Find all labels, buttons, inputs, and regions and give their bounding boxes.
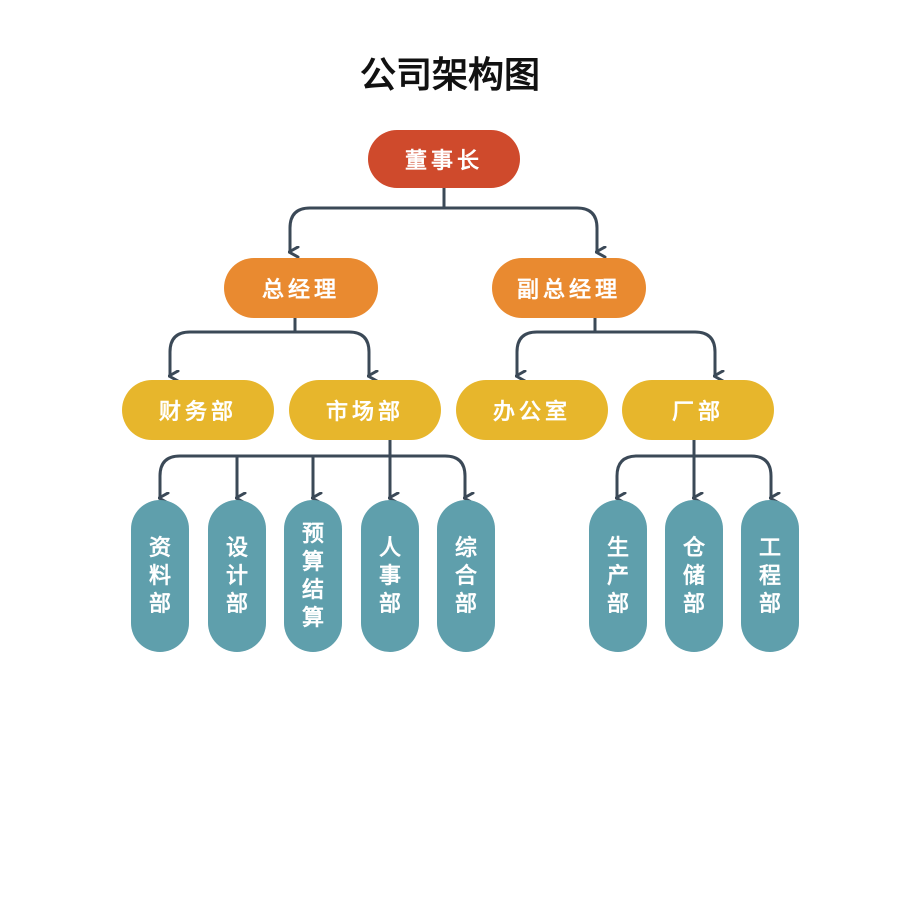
page-title: 公司架构图	[359, 55, 540, 96]
node-unit-production-label: 生产部	[606, 535, 629, 617]
node-unit-warehouse-label: 仓储部	[682, 535, 705, 617]
node-office: 办公室	[456, 380, 608, 440]
node-unit-materials: 资料部	[131, 500, 189, 652]
node-chairman: 董事长	[368, 130, 520, 188]
connector-factory-to-unit-1	[617, 454, 694, 498]
node-unit-human-resources-label: 人事部	[378, 535, 401, 617]
connector-chairman-to-general-manager	[290, 188, 446, 252]
node-unit-general-affairs-label: 综合部	[454, 535, 477, 617]
node-unit-budget-settlement-label: 预算结算	[301, 521, 324, 631]
node-unit-materials-label: 资料部	[148, 535, 171, 617]
connector-gm-to-finance	[170, 318, 297, 376]
connector-marketing-to-unit-5	[390, 454, 465, 498]
node-unit-design-label: 设计部	[225, 535, 248, 617]
connector-chairman-to-deputy-manager	[444, 206, 597, 252]
node-unit-general-affairs: 综合部	[437, 500, 495, 652]
connector-factory-to-unit-3	[694, 454, 771, 498]
node-marketing-department: 市场部	[289, 380, 441, 440]
node-unit-design: 设计部	[208, 500, 266, 652]
node-unit-budget-settlement: 预算结算	[284, 500, 342, 652]
node-general-manager: 总经理	[224, 258, 378, 318]
connector-gm-to-marketing	[295, 330, 369, 376]
node-factory-department: 厂部	[622, 380, 774, 440]
node-unit-warehouse: 仓储部	[665, 500, 723, 652]
connector-marketing-to-unit-1	[160, 454, 390, 498]
node-deputy-general-manager: 副总经理	[492, 258, 646, 318]
node-unit-engineering: 工程部	[741, 500, 799, 652]
node-unit-production: 生产部	[589, 500, 647, 652]
node-unit-human-resources: 人事部	[361, 500, 419, 652]
node-unit-engineering-label: 工程部	[758, 535, 781, 617]
connector-deputy-to-office	[517, 318, 597, 376]
connector-deputy-to-factory	[595, 330, 715, 376]
node-finance-department: 财务部	[122, 380, 274, 440]
